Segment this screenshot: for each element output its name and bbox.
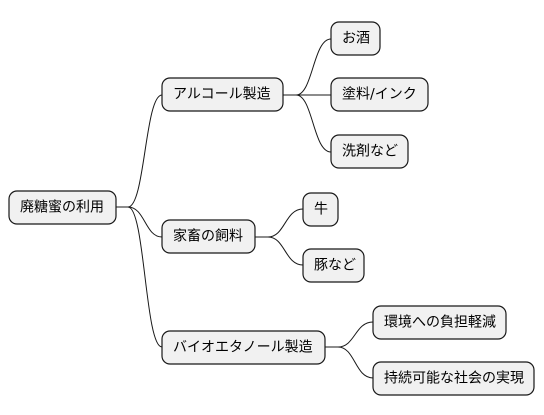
connector-root-alcohol bbox=[116, 94, 163, 208]
connector-alcohol-detergent bbox=[283, 94, 332, 153]
leaf-node-pig: 豚など bbox=[302, 248, 365, 283]
leaf-node-paint-ink-label: 塗料/インク bbox=[342, 86, 417, 103]
connector-feed-pig bbox=[255, 236, 304, 266]
connector-alcohol-sake bbox=[283, 38, 332, 96]
leaf-node-detergent-label: 洗剤など bbox=[342, 144, 398, 160]
leaf-node-sake: お酒 bbox=[330, 21, 381, 56]
connector-bioethanol-environment bbox=[325, 321, 374, 348]
leaf-node-cow-label: 牛 bbox=[314, 202, 328, 218]
root-node-label: 廃糖蜜の利用 bbox=[20, 199, 104, 216]
leaf-node-detergent: 洗剤など bbox=[330, 134, 409, 169]
connector-bioethanol-sustainable bbox=[325, 346, 374, 379]
leaf-node-pig-label: 豚など bbox=[314, 258, 356, 274]
branch-node-bioethanol: バイオエタノール製造 bbox=[161, 330, 326, 365]
connector-feed-cow bbox=[255, 208, 304, 238]
leaf-node-cow: 牛 bbox=[302, 192, 339, 227]
leaf-node-environment: 環境への負担軽減 bbox=[372, 305, 507, 340]
leaf-node-paint-ink: 塗料/インク bbox=[330, 77, 429, 112]
leaf-node-sake-label: お酒 bbox=[342, 31, 370, 47]
leaf-node-environment-label: 環境への負担軽減 bbox=[384, 314, 496, 331]
branch-node-bioethanol-label: バイオエタノール製造 bbox=[173, 340, 313, 356]
branch-node-feed: 家畜の飼料 bbox=[161, 219, 256, 254]
connector-root-bioethanol bbox=[116, 206, 163, 348]
branch-node-feed-label: 家畜の飼料 bbox=[173, 228, 243, 245]
leaf-node-sustainable-label: 持続可能な社会の実現 bbox=[384, 370, 524, 387]
connectors bbox=[116, 38, 374, 379]
root-node: 廃糖蜜の利用 bbox=[8, 190, 117, 225]
branch-node-alcohol: アルコール製造 bbox=[161, 77, 284, 112]
leaf-node-sustainable: 持続可能な社会の実現 bbox=[372, 361, 535, 396]
branch-node-alcohol-label: アルコール製造 bbox=[173, 87, 271, 103]
